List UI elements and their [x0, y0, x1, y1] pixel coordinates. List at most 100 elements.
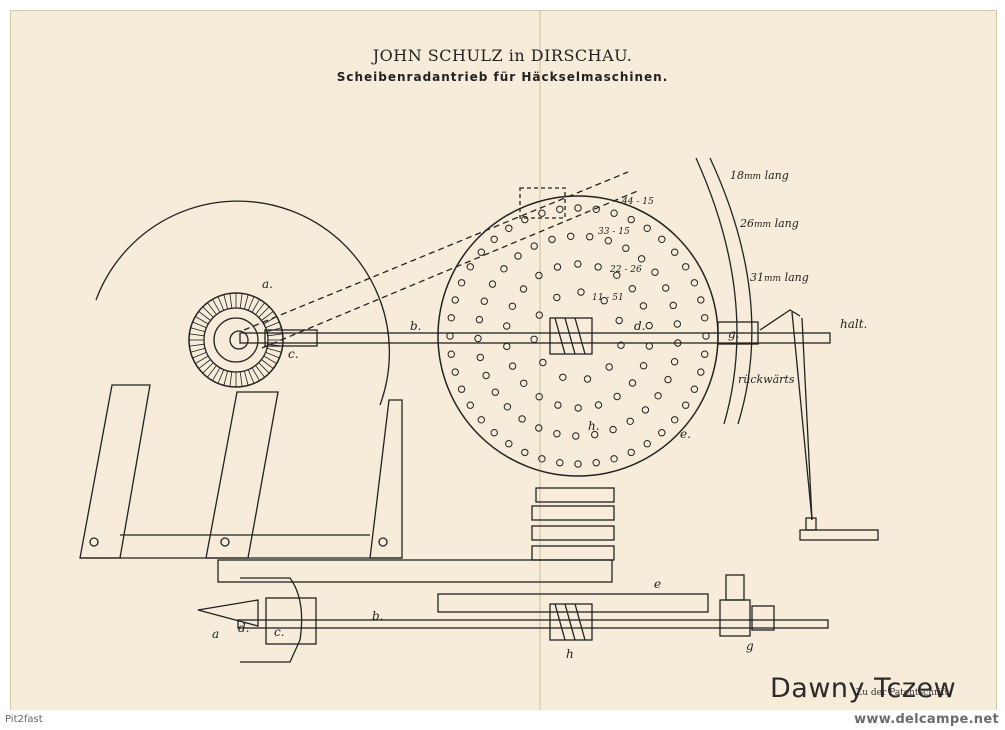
- disc-hole: [482, 371, 490, 380]
- gear-tooth: [212, 299, 221, 313]
- disc-hole: [535, 393, 543, 401]
- disc-hole: [610, 455, 618, 463]
- disc-hole: [671, 416, 679, 424]
- frame-post-left: [79, 384, 151, 559]
- disc-hole: [574, 260, 582, 268]
- disc-hole: [466, 401, 474, 409]
- disc-hole: [521, 215, 529, 224]
- gear-tooth: [247, 369, 255, 384]
- disc-hole: [673, 320, 681, 328]
- lever-g: [717, 321, 759, 345]
- disc-hole: [604, 237, 612, 245]
- gear-tooth: [192, 351, 207, 359]
- bevel-gear-hub: [229, 330, 249, 350]
- selector-rail-inner: [709, 157, 753, 425]
- disc-hole: [615, 316, 623, 325]
- disc-hole: [521, 448, 529, 457]
- gear-tooth: [229, 293, 233, 309]
- speed-label-2: 33 - 15: [598, 227, 630, 237]
- gear-tooth: [239, 293, 243, 309]
- disc-hole: [476, 353, 484, 362]
- lower-rack: [437, 593, 709, 613]
- shaft-top: [239, 332, 831, 344]
- disc-hole: [605, 363, 613, 371]
- disc-holes: [446, 204, 710, 468]
- disc-hole: [654, 392, 662, 400]
- disc-hole: [682, 401, 690, 409]
- gear-tooth: [190, 327, 206, 333]
- disc-hole: [628, 285, 636, 293]
- disc-hole: [639, 302, 648, 310]
- disc-hole: [658, 429, 666, 437]
- patent-title: JOHN SCHULZ in DIRSCHAU.: [372, 46, 633, 65]
- base-beam: [217, 559, 613, 583]
- bracket-d: [240, 577, 303, 663]
- bevel-gear-ring: [213, 317, 259, 363]
- disc-hole: [701, 350, 709, 358]
- disc-hole: [622, 244, 630, 252]
- speed-label-1: 44 - 15: [622, 197, 654, 207]
- page-fold: [539, 10, 541, 710]
- disc-hole: [559, 373, 567, 381]
- disc-hole: [594, 263, 602, 271]
- label-a-top: a.: [262, 277, 273, 291]
- disc-hole: [451, 296, 459, 304]
- disc-hole: [490, 429, 498, 437]
- disc-hole: [645, 342, 653, 350]
- disc-hole: [670, 358, 679, 366]
- disc-hole: [503, 342, 511, 351]
- disc-hole: [553, 263, 562, 271]
- length-3: 31mm lang: [750, 271, 809, 284]
- disc-hole: [574, 204, 582, 212]
- disc-hole: [626, 417, 634, 425]
- gear-tooth: [202, 362, 214, 374]
- gear-stack-3: [531, 525, 615, 541]
- label-g-top: g.: [728, 327, 740, 341]
- cone-a: [197, 599, 259, 627]
- gear-tooth: [202, 306, 214, 318]
- disc-hole: [508, 362, 517, 370]
- gear-tooth: [189, 333, 205, 337]
- gear-tooth: [192, 321, 207, 329]
- disc-hole: [457, 385, 466, 393]
- gear-tooth: [261, 359, 274, 369]
- patent-sheet: [10, 10, 997, 712]
- gear-tooth: [223, 370, 229, 386]
- disc-hole: [503, 322, 511, 330]
- disc-hole: [658, 235, 666, 244]
- disc-hole: [553, 430, 561, 438]
- disc-hole: [520, 379, 528, 387]
- disc-hole: [446, 332, 454, 340]
- disc-hole: [645, 321, 653, 330]
- label-h-top: h.: [588, 419, 600, 433]
- bevel-gear-teeth: [189, 293, 283, 387]
- gear-tooth: [223, 294, 229, 310]
- gear-stack-4: [531, 545, 615, 561]
- gear-tooth: [243, 294, 249, 310]
- disc-hole: [530, 242, 538, 250]
- gear-tooth: [251, 367, 260, 381]
- footer-strip: [0, 710, 1005, 730]
- disc-hole: [592, 459, 600, 467]
- disc-hole: [690, 385, 699, 393]
- disc-hole: [567, 232, 575, 241]
- disc-hole: [508, 302, 517, 310]
- disc-hole: [480, 297, 488, 305]
- label-halt: halt.: [840, 317, 868, 331]
- disc-hole: [491, 388, 499, 396]
- label-d-top: d.: [634, 319, 646, 333]
- gear-tooth: [195, 355, 209, 364]
- gear-tooth: [217, 296, 225, 311]
- disc-hole: [556, 459, 564, 467]
- label-e-top: e.: [680, 427, 691, 441]
- disc-hole: [690, 279, 699, 287]
- gear-tooth: [207, 365, 217, 378]
- disc-hole: [609, 425, 617, 434]
- disc-hole: [702, 332, 710, 340]
- label-b-bottom: b.: [372, 609, 384, 623]
- watermark-right: www.delcampe.net: [854, 712, 999, 727]
- lower-shaft: [237, 619, 829, 629]
- label-g-bottom: g: [746, 639, 754, 653]
- disc-hole: [682, 263, 690, 271]
- disc-hole: [556, 205, 564, 214]
